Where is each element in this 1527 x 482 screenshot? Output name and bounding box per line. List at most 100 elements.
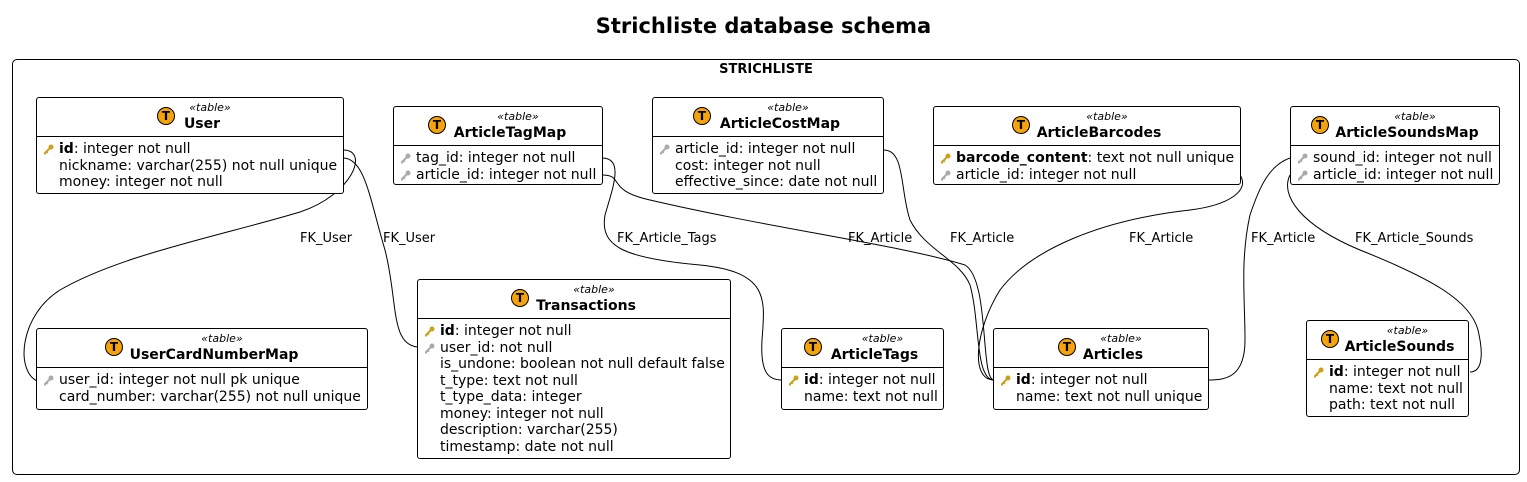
table-icon: T xyxy=(428,116,446,134)
entity-name: ArticleSounds xyxy=(1344,339,1455,355)
entity-header: T «table» Articles xyxy=(994,329,1208,368)
edge-label-fk-article-tags: FK_Article_Tags xyxy=(617,231,717,246)
table-icon: T xyxy=(1058,338,1076,356)
table-icon: T xyxy=(804,338,822,356)
entity-header: T «table» ArticleSounds xyxy=(1307,321,1468,360)
entity-name: ArticleTags xyxy=(830,347,919,363)
stereotype: «table» xyxy=(573,283,615,296)
field-row: article_id: integer not null xyxy=(940,167,1240,184)
entity-header: T «table» ArticleSoundsMap xyxy=(1291,107,1499,146)
stereotype: «table» xyxy=(1086,110,1128,123)
link-articlesoundsmap-articles xyxy=(1207,157,1291,381)
field-row: id: integer not null xyxy=(424,323,730,340)
entity-articlebarcodes[interactable]: T «table» ArticleBarcodes barcode_conten… xyxy=(933,106,1241,185)
field-row: id: integer not null xyxy=(43,141,343,158)
package-label: STRICHLISTE xyxy=(719,62,813,77)
foreign-key-icon xyxy=(660,144,670,155)
foreign-key-icon xyxy=(1298,170,1308,180)
foreign-key-icon xyxy=(941,170,951,180)
entity-transactions[interactable]: T «table» Transactions id: integer not n… xyxy=(417,279,731,459)
field-row: id: integer not null xyxy=(1000,372,1208,389)
field-row: t_type: text not null xyxy=(440,372,578,389)
entity-header: T «table» ArticleCostMap xyxy=(653,98,883,137)
field-row: timestamp: date not null xyxy=(440,438,614,455)
stereotype: «table» xyxy=(1100,332,1142,345)
entity-articletags[interactable]: T «table» ArticleTags id: integer not nu… xyxy=(781,328,944,410)
link-articlebarcodes-articles xyxy=(977,174,1243,381)
entity-user[interactable]: T «table» User id: integer not null nick… xyxy=(36,97,344,194)
edge-label-fk-article-1: FK_Article xyxy=(848,231,913,246)
entity-name: UserCardNumberMap xyxy=(129,347,299,363)
foreign-key-icon xyxy=(425,343,435,353)
field-row: name: text not null xyxy=(804,388,938,405)
primary-key-icon xyxy=(1001,375,1011,386)
entity-header: T «table» UserCardNumberMap xyxy=(37,329,367,368)
entity-name: ArticleBarcodes xyxy=(1036,125,1162,141)
edge-label-fk-user-2: FK_User xyxy=(383,231,436,246)
stereotype: «table» xyxy=(497,110,539,123)
entity-header: T «table» Transactions xyxy=(418,280,730,319)
entity-name: Articles xyxy=(1082,347,1144,363)
primary-key-icon xyxy=(789,375,799,386)
primary-key-icon xyxy=(44,144,54,155)
entity-header: T «table» ArticleTagMap xyxy=(394,107,602,146)
foreign-key-icon xyxy=(401,153,411,164)
field-row: description: varchar(255) xyxy=(440,422,618,438)
field-row: money: integer not null xyxy=(59,174,223,190)
field-row: name: text not null xyxy=(1329,380,1463,397)
table-icon: T xyxy=(105,338,123,356)
entity-header: T «table» ArticleBarcodes xyxy=(934,107,1240,146)
table-icon: T xyxy=(693,107,711,125)
field-row: path: text not null xyxy=(1329,397,1455,413)
entity-name: ArticleSoundsMap xyxy=(1335,125,1479,141)
field-row: barcode_content: text not null unique xyxy=(940,150,1240,167)
table-icon: T xyxy=(511,289,529,307)
edge-label-fk-article-4: FK_Article xyxy=(1251,231,1316,246)
stereotype: «table» xyxy=(1386,324,1429,337)
foreign-key-icon xyxy=(1298,153,1308,164)
foreign-key-icon xyxy=(401,170,411,180)
field-row: user_id: integer not null pk unique xyxy=(43,372,367,389)
field-row: sound_id: integer not null xyxy=(1297,150,1499,167)
edge-label-fk-article-2: FK_Article xyxy=(950,231,1015,246)
field-row: t_type_data: integer xyxy=(440,389,582,405)
table-icon: T xyxy=(157,107,175,125)
link-articletagmap-articletags xyxy=(601,157,783,381)
link-articletagmap-articles xyxy=(601,174,995,381)
table-icon: T xyxy=(1012,116,1030,134)
table-icon: T xyxy=(1311,116,1329,134)
entity-name: ArticleTagMap xyxy=(453,125,567,141)
stereotype: «table» xyxy=(861,332,904,345)
field-row: card_number: varchar(255) not null uniqu… xyxy=(59,388,361,405)
stereotype: «table» xyxy=(189,101,231,114)
entity-usercardnumbermap[interactable]: T «table» UserCardNumberMap user_id: int… xyxy=(36,328,368,410)
primary-key-icon xyxy=(425,326,435,337)
edge-label-fk-article-sounds: FK_Article_Sounds xyxy=(1355,231,1474,246)
field-row: article_id: integer not null xyxy=(1297,167,1499,184)
field-row: article_id: integer not null xyxy=(400,167,602,184)
field-row: effective_since: date not null xyxy=(675,174,878,190)
field-row: cost: integer not null xyxy=(675,157,821,174)
diagram-title: Strichliste database schema xyxy=(595,14,932,38)
field-row: is_undone: boolean not null default fals… xyxy=(440,356,725,372)
entity-name: ArticleCostMap xyxy=(719,116,841,132)
link-user-usercardnumbermap xyxy=(23,149,356,382)
stereotype: «table» xyxy=(1394,110,1436,123)
table-icon: T xyxy=(1321,330,1339,348)
entity-name: Transactions xyxy=(536,298,636,314)
entity-articles[interactable]: T «table» Articles id: integer not null … xyxy=(993,328,1209,410)
edge-label-fk-user-1: FK_User xyxy=(300,231,353,246)
field-row: money: integer not null xyxy=(440,405,604,422)
field-row: id: integer not null xyxy=(788,372,943,389)
field-row: name: text not null unique xyxy=(1016,388,1203,405)
entity-articletagmap[interactable]: T «table» ArticleTagMap tag_id: integer … xyxy=(393,106,603,185)
field-row: tag_id: integer not null xyxy=(400,150,602,167)
package-strichliste: STRICHLISTE xyxy=(12,59,1520,475)
entity-articlesoundsmap[interactable]: T «table» ArticleSoundsMap sound_id: int… xyxy=(1290,106,1500,185)
entity-articlesounds[interactable]: T «table» ArticleSounds id: integer not … xyxy=(1306,320,1469,417)
entity-articlecostmap[interactable]: T «table» ArticleCostMap article_id: int… xyxy=(652,97,884,194)
foreign-key-icon xyxy=(44,375,54,386)
stereotype: «table» xyxy=(767,101,809,114)
link-user-transactions xyxy=(342,157,419,348)
